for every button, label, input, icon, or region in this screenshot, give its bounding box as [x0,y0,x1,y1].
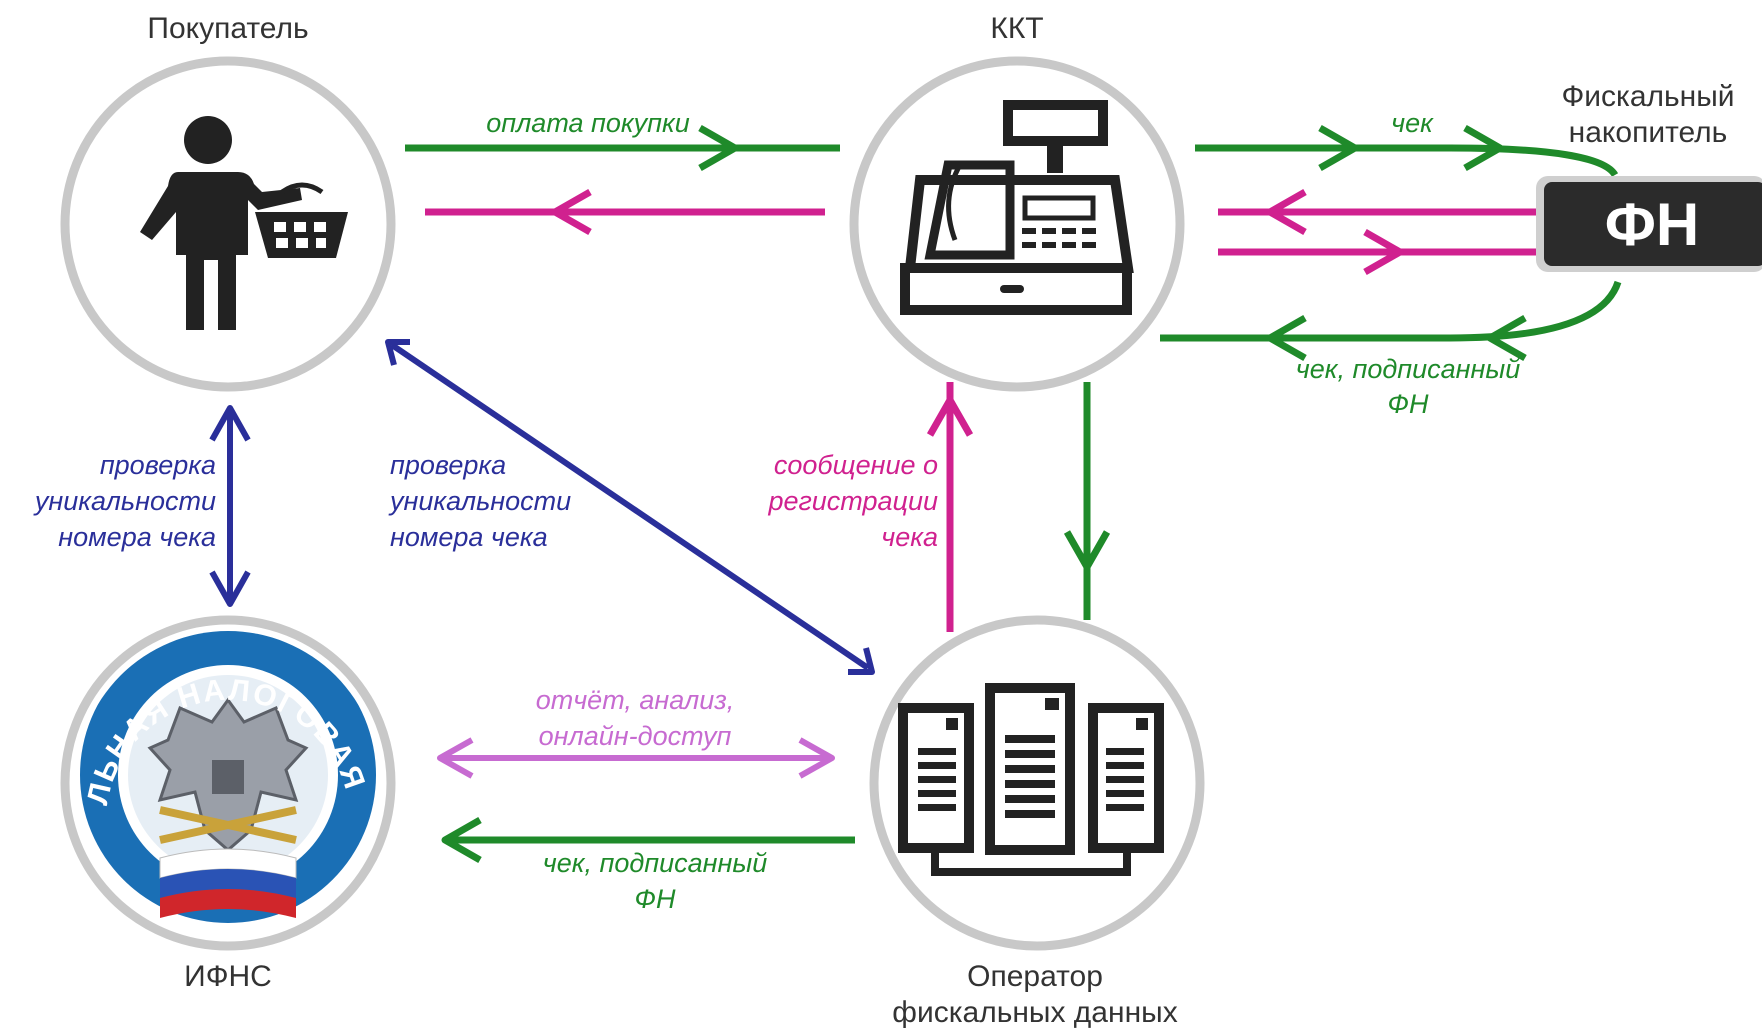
registration-msg-line2: регистрации [767,486,938,516]
verify-left-line1: проверка [100,450,216,480]
payment-label: оплата покупки [486,108,690,138]
signed-check-ofd-line1: чек, подписанный [543,848,768,878]
edge-kkt-to-buyer [425,188,825,236]
signed-check-fn-line1: чек, подписанный [1296,354,1521,384]
edge-report [437,737,835,779]
fn-label-line2: накопитель [1569,116,1728,149]
fn-box-text: ФН [1605,191,1700,258]
edge-kkt-to-ofd [1063,382,1111,620]
node-ifns: ФЕДЕРАЛЬНАЯ НАЛОГОВАЯ СЛУЖБА [60,615,396,951]
fn-box [1544,182,1762,266]
signed-check-fn-line2: ФН [1388,389,1429,419]
verify-left-line2: уникальности [33,486,216,516]
buyer-label: Покупатель [147,12,308,45]
edge-verify-left [209,405,251,607]
verify-diag-line1: проверка [390,450,506,480]
check-label: чек [1391,108,1434,138]
edge-check [1195,124,1619,178]
edge-fn-to-kkt [1218,188,1538,236]
node-fn: ФН [1536,176,1762,272]
registration-msg-line3: чека [881,522,938,552]
kkt-label: ККТ [990,12,1043,45]
ofd-label-line2: фискальных данных [892,996,1177,1029]
edge-kkt-to-fn [1218,228,1538,276]
edge-signed-check-ofd [441,816,855,864]
node-buyer [60,56,396,392]
node-kkt [849,56,1185,392]
signed-check-ofd-line2: ФН [635,884,676,914]
edge-signed-check-fn [1160,280,1622,362]
ifns-label: ИФНС [184,960,272,993]
tax-service-emblem: ФЕДЕРАЛЬНАЯ НАЛОГОВАЯ СЛУЖБА [76,631,378,933]
fn-label-line1: Фискальный [1561,80,1734,113]
report-line1: отчёт, анализ, [536,685,735,715]
registration-msg-line1: сообщение о [774,450,938,480]
report-line2: онлайн-доступ [539,721,732,751]
verify-left-line3: номера чека [58,522,216,552]
servers-icon [898,683,1164,876]
edge-verify-diagonal [385,339,875,675]
cash-register-icon [900,100,1134,315]
verify-diag-line3: номера чека [390,522,548,552]
edge-payment [405,124,840,172]
edge-registration-message [926,382,974,632]
ofd-label-line1: Оператор [967,960,1103,993]
person-with-basket-icon [140,116,348,330]
node-ofd [869,615,1205,951]
verify-diag-line2: уникальности [388,486,571,516]
